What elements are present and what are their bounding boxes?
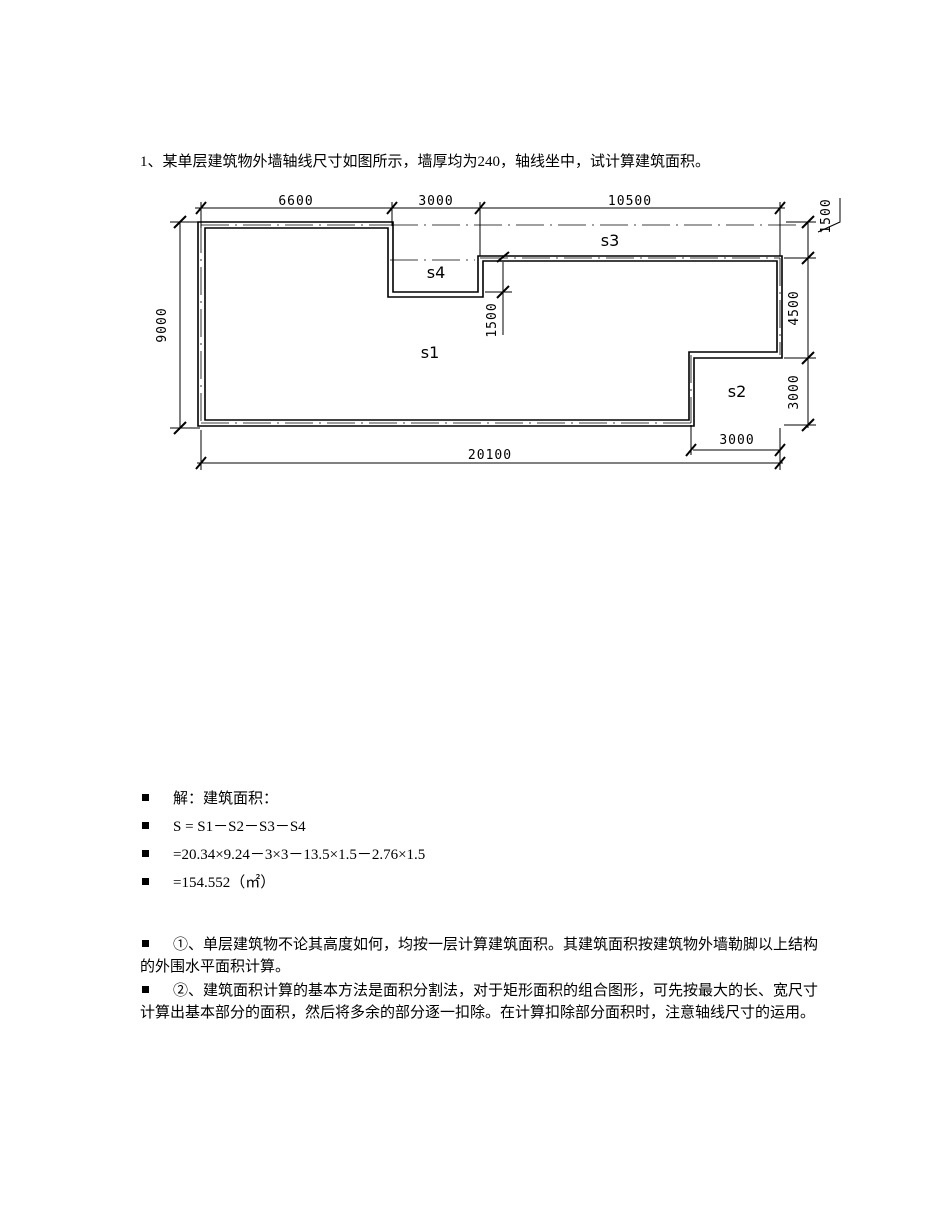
region-s3: s3 — [601, 231, 620, 250]
question-text: 1、某单层建筑物外墙轴线尺寸如图所示，墙厚均为240，轴线坐中，试计算建筑面积。 — [140, 154, 711, 170]
dimension-ticks — [173, 201, 815, 470]
dim-3000-right: 3000 — [787, 374, 802, 409]
dim-20100: 20100 — [468, 448, 512, 463]
bullet-icon — [142, 794, 149, 801]
bullet-icon — [142, 850, 149, 857]
note-text: ②、建筑面积计算的基本方法是面积分割法，对于矩形面积的组合图形，可先按最大的长、… — [140, 983, 819, 1021]
notes-list: ①、单层建筑物不论其高度如何，均按一层计算建筑面积。其建筑面积按建筑物外墙勒脚以… — [140, 934, 830, 1026]
wall-outline — [197, 221, 783, 427]
dim-9000: 9000 — [155, 307, 170, 342]
region-s1: s1 — [421, 343, 440, 362]
note-text: ①、单层建筑物不论其高度如何，均按一层计算建筑面积。其建筑面积按建筑物外墙勒脚以… — [140, 937, 819, 975]
dim-3000-bottom: 3000 — [719, 433, 754, 448]
solution-text: =154.552（㎡） — [173, 875, 276, 891]
axis-lines — [200, 224, 800, 424]
region-s4: s4 — [427, 263, 446, 282]
solution-text: =20.34×9.24－3×3－13.5×1.5－2.76×1.5 — [173, 847, 426, 863]
solution-text: S = S1－S2－S3－S4 — [173, 819, 306, 835]
bullet-icon — [142, 878, 149, 885]
solution-line: =20.34×9.24－3×3－13.5×1.5－2.76×1.5 — [140, 841, 840, 869]
floor-plan-figure: 6600 3000 10500 1500 9000 1500 4500 3000… — [150, 188, 850, 478]
dim-3000-top: 3000 — [418, 194, 453, 209]
solution-line: =154.552（㎡） — [140, 869, 840, 897]
dim-6600: 6600 — [278, 194, 313, 209]
bullet-icon — [142, 940, 149, 947]
solution-line: 解：建筑面积： — [140, 785, 840, 813]
solution-text: 解：建筑面积： — [173, 791, 279, 807]
bullet-icon — [142, 986, 149, 993]
dimension-lines — [170, 198, 841, 470]
solution-list: 解：建筑面积： S = S1－S2－S3－S4 =20.34×9.24－3×3－… — [140, 785, 840, 897]
dim-1500-mid: 1500 — [485, 302, 500, 337]
floor-plan-svg: 6600 3000 10500 1500 9000 1500 4500 3000… — [155, 194, 841, 470]
region-s2: s2 — [728, 382, 747, 401]
solution-line: S = S1－S2－S3－S4 — [140, 813, 840, 841]
dim-10500: 10500 — [608, 194, 652, 209]
dim-4500: 4500 — [787, 290, 802, 325]
bullet-icon — [142, 822, 149, 829]
dim-1500-right-top: 1500 — [819, 198, 834, 233]
note-item: ②、建筑面积计算的基本方法是面积分割法，对于矩形面积的组合图形，可先按最大的长、… — [140, 980, 830, 1024]
note-item: ①、单层建筑物不论其高度如何，均按一层计算建筑面积。其建筑面积按建筑物外墙勒脚以… — [140, 934, 830, 978]
